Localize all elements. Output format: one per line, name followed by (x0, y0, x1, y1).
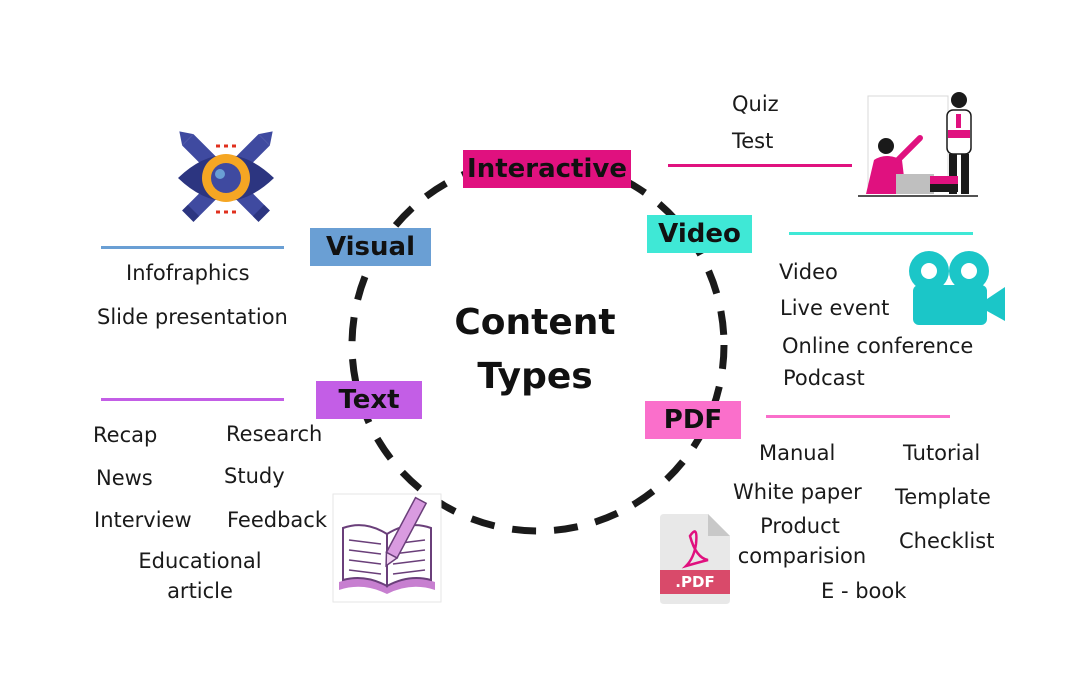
visual-item-slide-presentation: Slide presentation (97, 305, 288, 329)
text-rule (101, 398, 284, 401)
visual-item-infographics: Infofraphics (126, 261, 250, 285)
pdf-rule (766, 415, 950, 418)
video-item-online-conference: Online conference (782, 334, 974, 358)
center-title-line1: Content (454, 302, 616, 343)
interactive-item-quiz: Quiz (732, 92, 779, 116)
pdf-item-white-paper: White paper (733, 480, 862, 504)
video-rule (789, 232, 973, 235)
visual-rule (101, 246, 284, 249)
video-label: Video (647, 215, 752, 253)
interactive-rule (668, 164, 852, 167)
text-item-news: News (96, 466, 153, 490)
text-label: Text (316, 381, 422, 419)
video-item-live-event: Live event (780, 296, 890, 320)
text-item-article: article (167, 579, 233, 603)
pdf-item-comparision: comparision (737, 544, 867, 568)
eye-pencils-icon (178, 131, 274, 222)
video-item-podcast: Podcast (783, 366, 865, 390)
text-item-recap: Recap (93, 423, 158, 447)
pdf-item-checklist: Checklist (899, 529, 995, 553)
video-item-video: Video (779, 260, 838, 284)
text-item-feedback: Feedback (227, 508, 328, 532)
interactive-item-test: Test (732, 129, 774, 153)
center-title-line2: Types (477, 356, 593, 397)
text-item-study: Study (224, 464, 285, 488)
pdf-icon-text: .PDF (675, 573, 715, 591)
open-book-pen-icon (332, 493, 442, 603)
visual-label: Visual (310, 228, 431, 266)
text-item-interview: Interview (94, 508, 192, 532)
pdf-item-manual: Manual (759, 441, 836, 465)
text-item-research: Research (226, 422, 323, 446)
pdf-item-ebook: E - book (821, 579, 907, 603)
pdf-item-product: Product (760, 514, 840, 538)
teacher-student-icon (858, 92, 978, 197)
interactive-label: Interactive (463, 150, 631, 188)
pdf-file-icon: .PDF (660, 514, 730, 604)
video-camera-icon (909, 251, 1005, 325)
pdf-label: PDF (645, 401, 741, 439)
text-item-educational: Educational (138, 549, 262, 573)
pdf-item-tutorial: Tutorial (903, 441, 981, 465)
pdf-item-template: Template (895, 485, 991, 509)
